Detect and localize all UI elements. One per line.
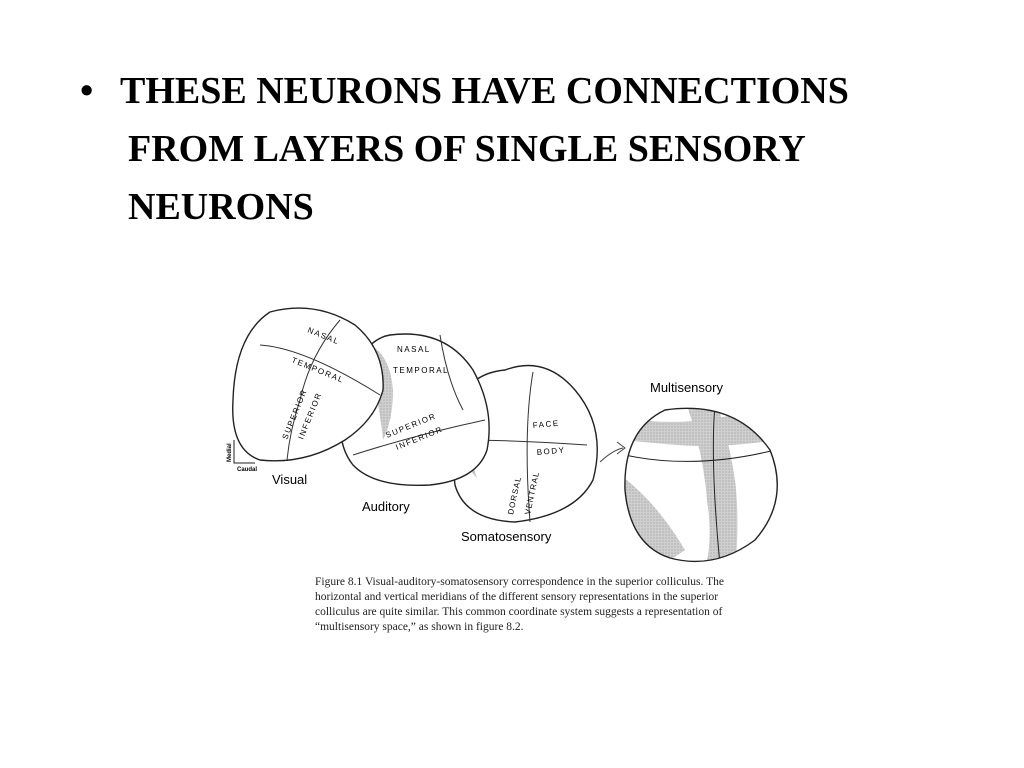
multisensory-panel: Multisensory — [624, 380, 778, 563]
caption-line-1: Figure 8.1 Visual-auditory-somatosensory… — [315, 576, 724, 588]
orientation-axes: Medial Caudal — [227, 440, 257, 473]
colliculus-figure: FACE BODY DORSAL VENTRAL Somatosensory N… — [215, 300, 795, 650]
bullet-line-3: NEURONS — [128, 186, 314, 228]
multisensory-label: Multisensory — [650, 380, 723, 395]
medial-label: Medial — [227, 443, 233, 462]
visual-label: Visual — [272, 472, 307, 487]
figure-caption: Figure 8.1 Visual-auditory-somatosensory… — [315, 575, 785, 635]
auditory-nasal-label: NASAL — [397, 345, 431, 354]
somatosensory-panel: FACE BODY DORSAL VENTRAL Somatosensory — [452, 364, 598, 544]
face-label: FACE — [532, 419, 560, 430]
colliculus-diagram: FACE BODY DORSAL VENTRAL Somatosensory N… — [227, 307, 778, 563]
visual-panel: NASAL TEMPORAL SUPERIOR INFERIOR Visual — [232, 307, 384, 487]
auditory-label: Auditory — [362, 499, 410, 514]
convergence-arrow-icon — [599, 441, 626, 463]
auditory-temporal-label: TEMPORAL — [393, 366, 449, 375]
bullet-point: • — [80, 70, 94, 112]
bullet-line-2: FROM LAYERS OF SINGLE SENSORY — [128, 128, 806, 170]
caption-line-3: colliculus are quite similar. This commo… — [315, 606, 723, 618]
bullet-line-1: THESE NEURONS HAVE CONNECTIONS — [120, 70, 849, 112]
caption-line-4: “multisensory space,” as shown in figure… — [315, 621, 524, 633]
body-label: BODY — [536, 446, 565, 457]
bullet-text-block: • THESE NEURONS HAVE CONNECTIONS FROM LA… — [80, 62, 960, 236]
caption-line-2: horizontal and vertical meridians of the… — [315, 591, 719, 603]
caudal-label: Caudal — [237, 467, 257, 473]
somatosensory-label: Somatosensory — [461, 529, 552, 544]
